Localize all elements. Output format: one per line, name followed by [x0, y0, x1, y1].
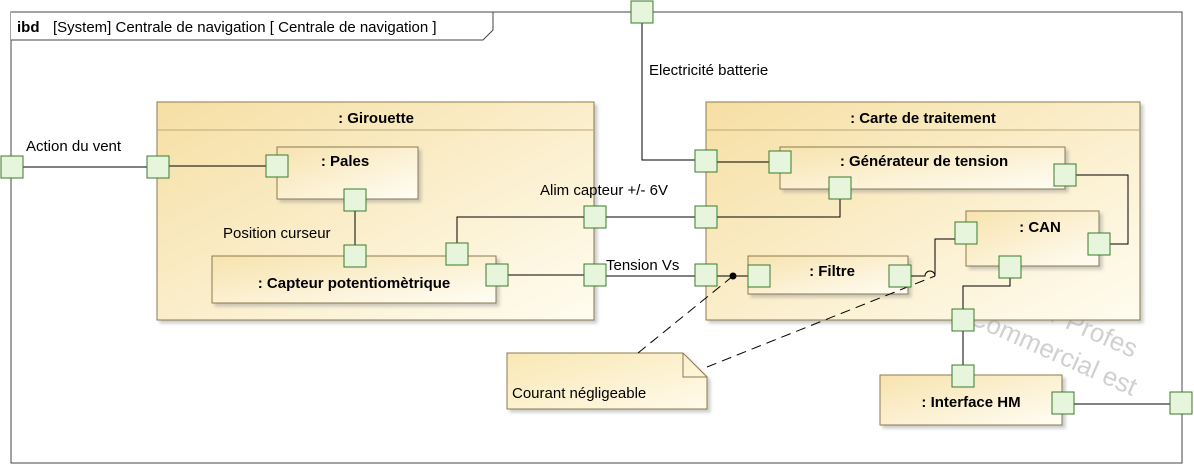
port-girouette-alim[interactable] — [583, 205, 607, 229]
port-interface-right[interactable] — [1051, 391, 1075, 415]
part-filtre-title: : Filtre — [809, 263, 855, 280]
port-pales-bottom[interactable] — [343, 188, 367, 212]
label-action-vent: Action du vent — [26, 138, 122, 155]
port-generateur-left[interactable] — [768, 150, 792, 174]
connectors — [22, 22, 1170, 405]
part-filtre[interactable] — [747, 255, 909, 295]
connector-generateur-can[interactable] — [1076, 174, 1129, 245]
port-capteur-top[interactable] — [343, 244, 367, 268]
part-generateur-title: : Générateur de tension — [840, 153, 1008, 170]
port-pales-left[interactable] — [265, 154, 289, 178]
part-capteur-title: : Capteur potentiomètrique — [258, 275, 451, 292]
port-generateur-bottom[interactable] — [828, 176, 852, 200]
port-girouette-left[interactable] — [146, 155, 170, 179]
note-text: Courant négligeable — [512, 385, 646, 402]
frame-title: [System] Centrale de navigation [ Centra… — [53, 19, 437, 36]
connector-can-out[interactable] — [962, 278, 1011, 309]
label-alim-capteur: Alim capteur +/- 6V — [540, 182, 668, 199]
port-can-left[interactable] — [954, 221, 978, 245]
port-frame-right[interactable] — [1169, 391, 1193, 415]
note-anchors — [637, 275, 936, 368]
ports — [0, 0, 1193, 415]
port-carte-vs[interactable] — [694, 263, 718, 287]
part-can-title: : CAN — [1019, 219, 1061, 236]
label-position-curseur: Position curseur — [223, 225, 331, 242]
part-interface-title: : Interface HM — [921, 394, 1020, 411]
connector-electricite[interactable] — [641, 22, 695, 161]
connector-alim-generateur[interactable] — [717, 199, 841, 218]
port-carte-electricite[interactable] — [694, 149, 718, 173]
part-can[interactable] — [965, 210, 1100, 267]
note-anchor-filtre — [637, 275, 734, 354]
part-pales-title: : Pales — [321, 153, 369, 170]
port-electricite[interactable] — [630, 0, 654, 24]
frame-keyword: ibd — [17, 19, 40, 36]
port-can-bottom[interactable] — [998, 255, 1022, 279]
port-carte-alim[interactable] — [694, 205, 718, 229]
note-courant[interactable] — [506, 352, 708, 410]
port-generateur-right[interactable] — [1053, 163, 1077, 187]
connector-filtre-can[interactable] — [911, 238, 955, 277]
label-tension-vs: Tension Vs — [606, 257, 679, 274]
port-capteur-right[interactable] — [485, 263, 509, 287]
part-girouette-title: : Girouette — [338, 110, 414, 127]
port-interface-top[interactable] — [951, 364, 975, 388]
port-capteur-alim[interactable] — [445, 242, 469, 266]
port-girouette-vs[interactable] — [583, 263, 607, 287]
port-action-vent[interactable] — [0, 155, 24, 179]
port-carte-bottom[interactable] — [951, 308, 975, 332]
port-filtre-left[interactable] — [747, 264, 771, 288]
label-electricite: Electricité batterie — [649, 62, 768, 79]
part-carte-title: : Carte de traitement — [850, 110, 996, 127]
note-anchor-can — [706, 275, 936, 368]
connector-alim-capteur-inner[interactable] — [456, 216, 584, 243]
port-can-right[interactable] — [1087, 232, 1111, 256]
port-filtre-right[interactable] — [888, 264, 912, 288]
